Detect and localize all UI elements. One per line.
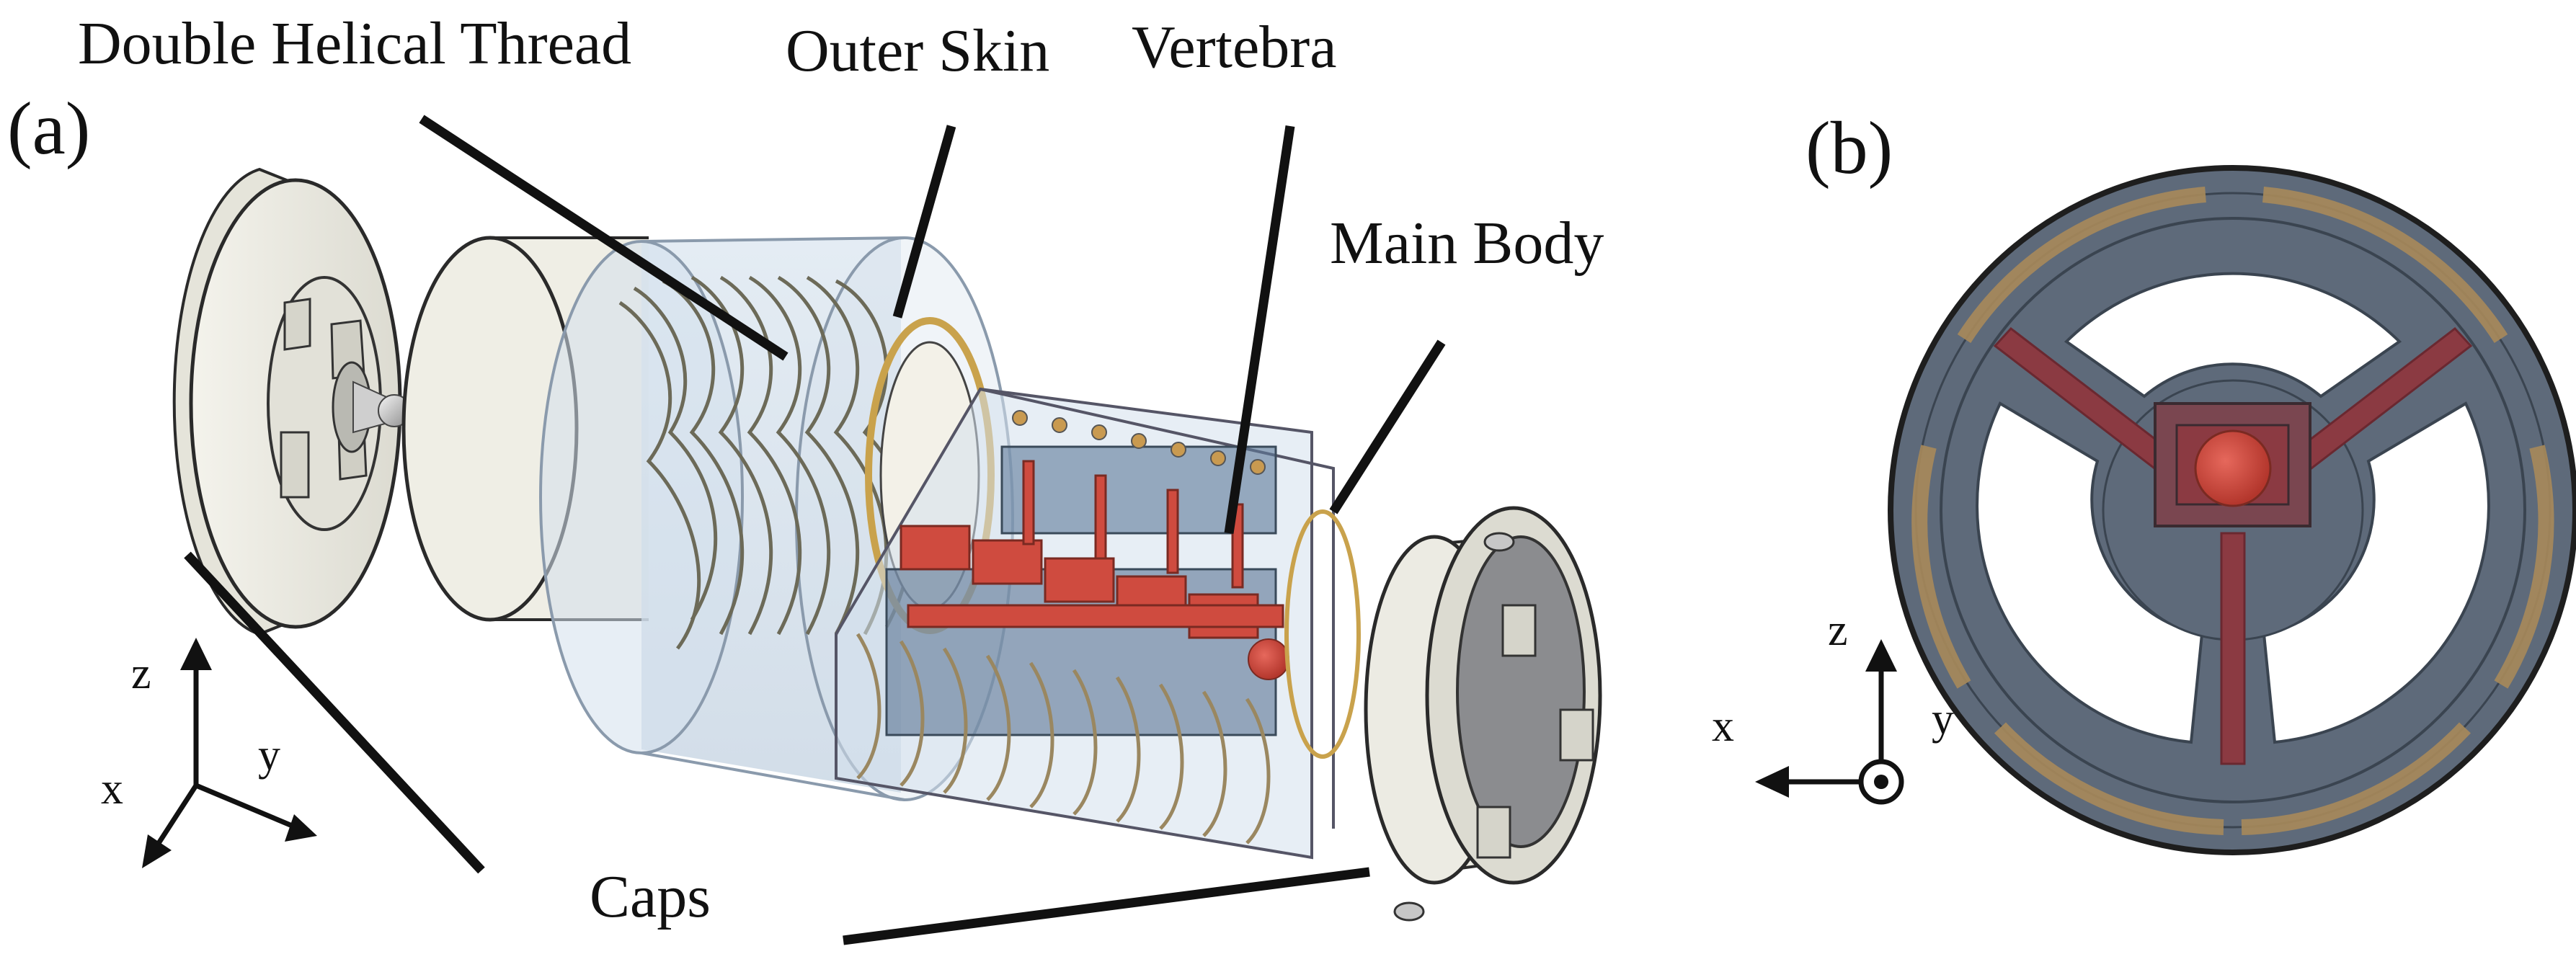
panel-a-label: (a): [7, 87, 90, 170]
label-caps: Caps: [590, 863, 711, 930]
axis-a-z: z: [131, 649, 151, 698]
leader-caps-left: [184, 551, 485, 874]
axis-b-y: y: [1932, 695, 1954, 744]
leader-outer-skin: [892, 125, 956, 318]
label-outer-skin: Outer Skin: [786, 17, 1049, 84]
leader-vertebra: [1224, 125, 1295, 534]
cross-section: [1888, 165, 2576, 855]
main-body: [835, 387, 1361, 860]
left-cap: [172, 167, 411, 636]
leader-lines: [184, 115, 1446, 945]
leader-double-helical-thread: [419, 115, 789, 361]
axis-b-z: z: [1828, 606, 1848, 655]
leader-main-body: [1329, 339, 1446, 514]
leader-caps-right: [843, 867, 1370, 945]
right-cap: [1364, 506, 1602, 922]
panel-b-label: (b): [1806, 107, 1893, 190]
label-main-body: Main Body: [1330, 210, 1604, 277]
axes-a: [142, 638, 317, 868]
axis-b-x: x: [1712, 702, 1734, 751]
axes-b: [1755, 639, 1904, 805]
axis-a-y: y: [258, 731, 280, 780]
double-helical-thread: [618, 275, 912, 650]
axis-a-x: x: [101, 765, 123, 814]
panel-a: Double Helical Thread Outer Skin Vertebr…: [7, 10, 1604, 945]
panel-b: (b): [1712, 107, 2576, 855]
label-vertebra: Vertebra: [1132, 14, 1336, 81]
label-double-helical-thread: Double Helical Thread: [78, 10, 631, 77]
